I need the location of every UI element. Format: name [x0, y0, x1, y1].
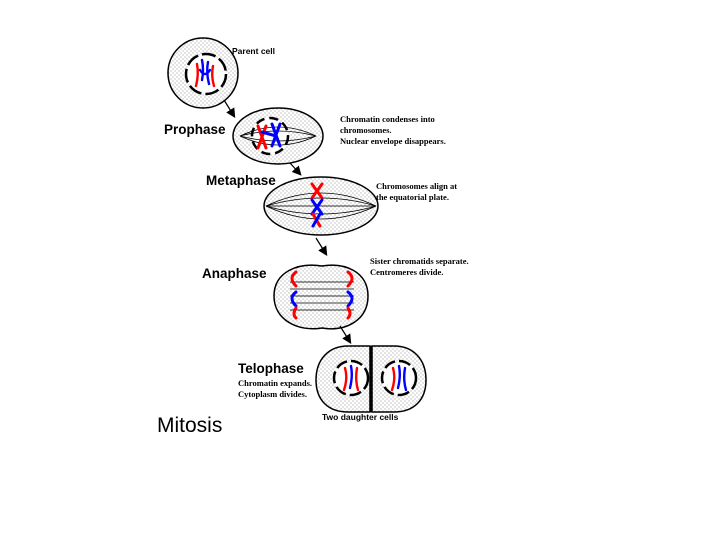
- prophase-cell: [232, 107, 324, 165]
- anaphase-note-line-1: Sister chromatids separate.: [370, 256, 469, 266]
- anaphase-cell: [273, 264, 369, 330]
- flow-arrows: [223, 99, 352, 345]
- telophase-cells: [315, 345, 427, 413]
- metaphase-note-line-2: the equatorial plate.: [376, 192, 449, 202]
- anaphase-spindle: [290, 281, 354, 311]
- telophase-label: Telophase: [238, 361, 304, 376]
- daughter-cells-label: Two daughter cells: [322, 412, 399, 422]
- arrow-metaphase-to-anaphase: [315, 237, 328, 257]
- parent-cell: [167, 37, 239, 109]
- parent-cell-label: Parent cell: [232, 46, 275, 56]
- metaphase-cell: [263, 176, 379, 236]
- prophase-label: Prophase: [164, 122, 226, 137]
- anaphase-chromosomes: [290, 270, 354, 320]
- metaphase-note-line-1: Chromosomes align at: [376, 181, 458, 191]
- arrow-anaphase-to-telophase: [339, 325, 352, 345]
- prophase-note-line-2: chromosomes.: [340, 125, 392, 135]
- metaphase-note: Chromosomes align at the equatorial plat…: [376, 181, 457, 203]
- daughter-chromatin: [342, 364, 408, 392]
- metaphase-label: Metaphase: [206, 173, 276, 188]
- anaphase-note-line-2: Centromeres divide.: [370, 267, 444, 277]
- telophase-note: Chromatin expands. Cytoplasm divides.: [238, 378, 312, 400]
- arrow-parent-to-prophase: [223, 99, 236, 119]
- metaphase-chromosomes: [310, 182, 324, 228]
- prophase-note: Chromatin condenses into chromosomes. Nu…: [340, 114, 446, 147]
- prophase-note-line-1: Chromatin condenses into: [340, 114, 435, 124]
- telophase-note-line-1: Chromatin expands.: [238, 378, 312, 388]
- prophase-note-line-3: Nuclear envelope disappears.: [340, 136, 446, 146]
- diagram-title: Mitosis: [157, 414, 223, 437]
- anaphase-note: Sister chromatids separate. Centromeres …: [370, 256, 469, 278]
- telophase-note-line-2: Cytoplasm divides.: [238, 389, 307, 399]
- arrow-prophase-to-metaphase: [289, 162, 302, 176]
- parent-chromatin: [194, 58, 216, 88]
- anaphase-label: Anaphase: [202, 266, 267, 281]
- prophase-chromosomes: [256, 122, 282, 150]
